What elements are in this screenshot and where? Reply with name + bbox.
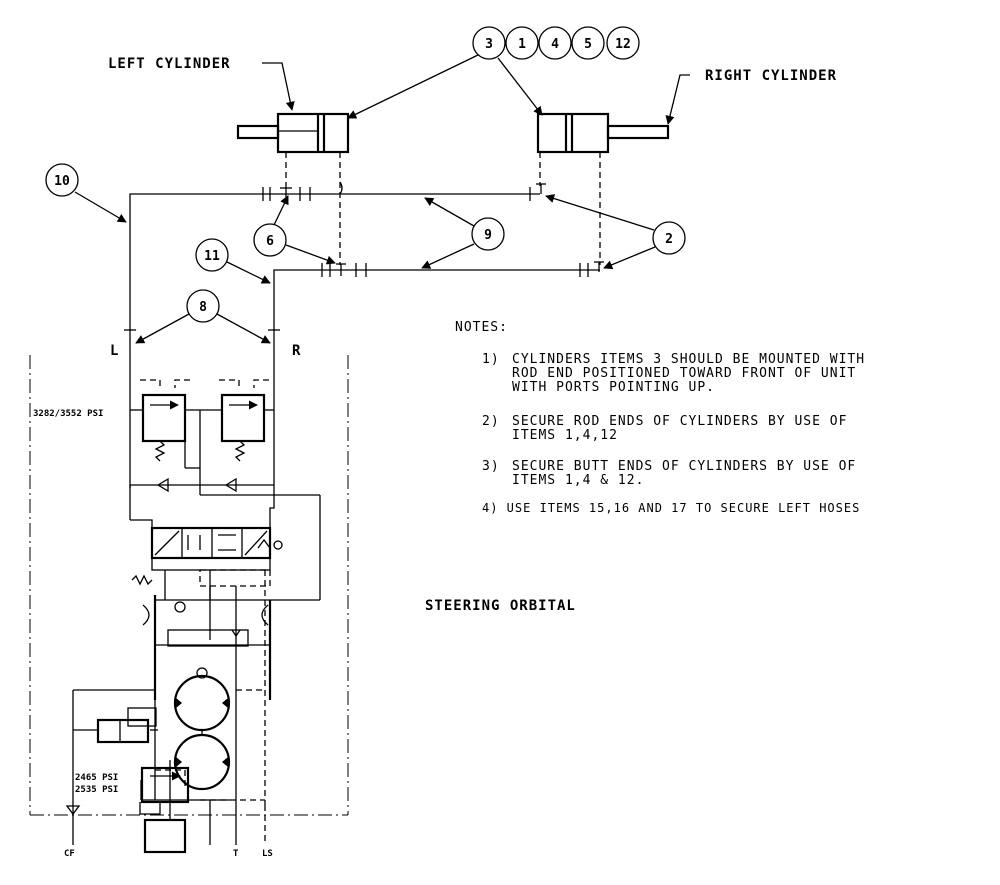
- svg-text:9: 9: [484, 228, 492, 243]
- note-3-line-1: SECURE BUTT ENDS OF CYLINDERS BY USE OF: [512, 459, 856, 474]
- note-2-line-1: SECURE ROD ENDS OF CYLINDERS BY USE OF: [512, 414, 847, 429]
- port-fittings: [124, 322, 280, 348]
- callout-4: 4: [551, 37, 559, 52]
- callout-3: 3: [485, 37, 493, 52]
- callout-2: 2: [545, 194, 686, 270]
- callout-5: 5: [584, 37, 592, 52]
- orbital-enclosure: [29, 355, 349, 816]
- steering-orbital-label: STEERING ORBITAL: [425, 598, 576, 614]
- port-cf-label: CF: [64, 849, 75, 859]
- callout-8: 8: [135, 289, 271, 344]
- right-cylinder: [536, 112, 670, 154]
- note-4: 4) USE ITEMS 15,16 AND 17 TO SECURE LEFT…: [482, 501, 860, 515]
- svg-text:8: 8: [199, 300, 207, 315]
- port-t-label: T: [233, 849, 239, 859]
- orbital-circuit: [65, 348, 321, 854]
- svg-text:2: 2: [665, 232, 673, 247]
- cylinder-port-lines: [285, 152, 601, 265]
- callout-6: 6: [253, 195, 336, 265]
- svg-text:10: 10: [54, 174, 70, 189]
- left-cylinder-leader: [262, 62, 295, 111]
- port-l-label: L: [110, 343, 119, 359]
- left-cylinder: [236, 112, 350, 154]
- note-1-line-2: ROD END POSITIONED TOWARD FRONT OF UNIT: [512, 366, 856, 381]
- relief-pressure-label: 3282/3552 PSI: [33, 409, 103, 419]
- hose-line-10: [129, 181, 546, 322]
- callout-group-top: 3 1 4 5 12: [347, 26, 640, 119]
- note-3-line-2: ITEMS 1,4 & 12.: [512, 473, 644, 488]
- callout-1: 1: [518, 37, 526, 52]
- note-1-line-1: CYLINDERS ITEMS 3 SHOULD BE MOUNTED WITH: [512, 352, 865, 367]
- svg-text:6: 6: [266, 234, 274, 249]
- pressure-a-label: 2465 PSI: [75, 773, 118, 783]
- port-r-label: R: [292, 343, 301, 359]
- note-2-number: 2): [482, 414, 500, 429]
- svg-text:11: 11: [204, 249, 220, 264]
- right-cylinder-label: RIGHT CYLINDER: [705, 68, 837, 84]
- notes-block: NOTES: 1) CYLINDERS ITEMS 3 SHOULD BE MO…: [455, 320, 865, 515]
- note-1-number: 1): [482, 352, 500, 367]
- notes-heading: NOTES:: [455, 320, 508, 335]
- note-3-number: 3): [482, 459, 500, 474]
- callout-9: 9: [421, 197, 505, 269]
- callout-11: 11: [195, 238, 271, 284]
- callout-10: 10: [45, 163, 127, 223]
- callout-12: 12: [615, 37, 631, 52]
- pressure-b-label: 2535 PSI: [75, 785, 118, 795]
- left-cylinder-label: LEFT CYLINDER: [108, 56, 231, 72]
- hose-line-11: [273, 261, 604, 322]
- note-2-line-2: ITEMS 1,4,12: [512, 428, 618, 443]
- port-ls-label: LS: [262, 849, 273, 859]
- note-1-line-3: WITH PORTS POINTING UP.: [512, 380, 715, 395]
- right-cylinder-leader: [665, 74, 690, 125]
